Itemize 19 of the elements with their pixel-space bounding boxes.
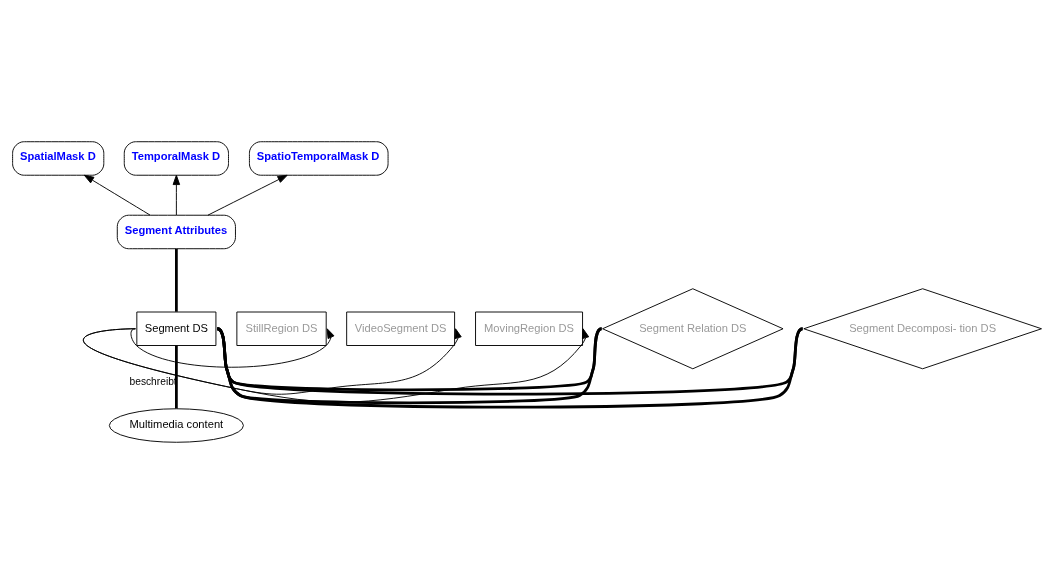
arrow xyxy=(207,174,288,216)
connector xyxy=(175,248,178,312)
arrow xyxy=(82,327,590,403)
arrow xyxy=(172,174,181,216)
node-box: StillRegion DS xyxy=(236,311,327,346)
arrow xyxy=(130,327,335,368)
node-ellipse: Multimedia content xyxy=(108,407,244,443)
connector xyxy=(175,345,178,408)
node-diamond: Segment Relation DS xyxy=(602,287,784,369)
node-box: VideoSegment DS xyxy=(346,311,456,346)
arrow xyxy=(83,174,151,216)
connector xyxy=(216,327,804,409)
node-box: TemporalMask D xyxy=(123,140,229,176)
node-box: Segment Attributes xyxy=(116,214,236,249)
node-box: Segment DS xyxy=(136,311,217,346)
node-diamond: Segment Decomposi- tion DS xyxy=(803,287,1042,369)
node-box: SpatialMask D xyxy=(12,140,105,176)
node-box: MovingRegion DS xyxy=(475,311,583,346)
node-box: SpatioTemporalMask D xyxy=(248,140,389,176)
